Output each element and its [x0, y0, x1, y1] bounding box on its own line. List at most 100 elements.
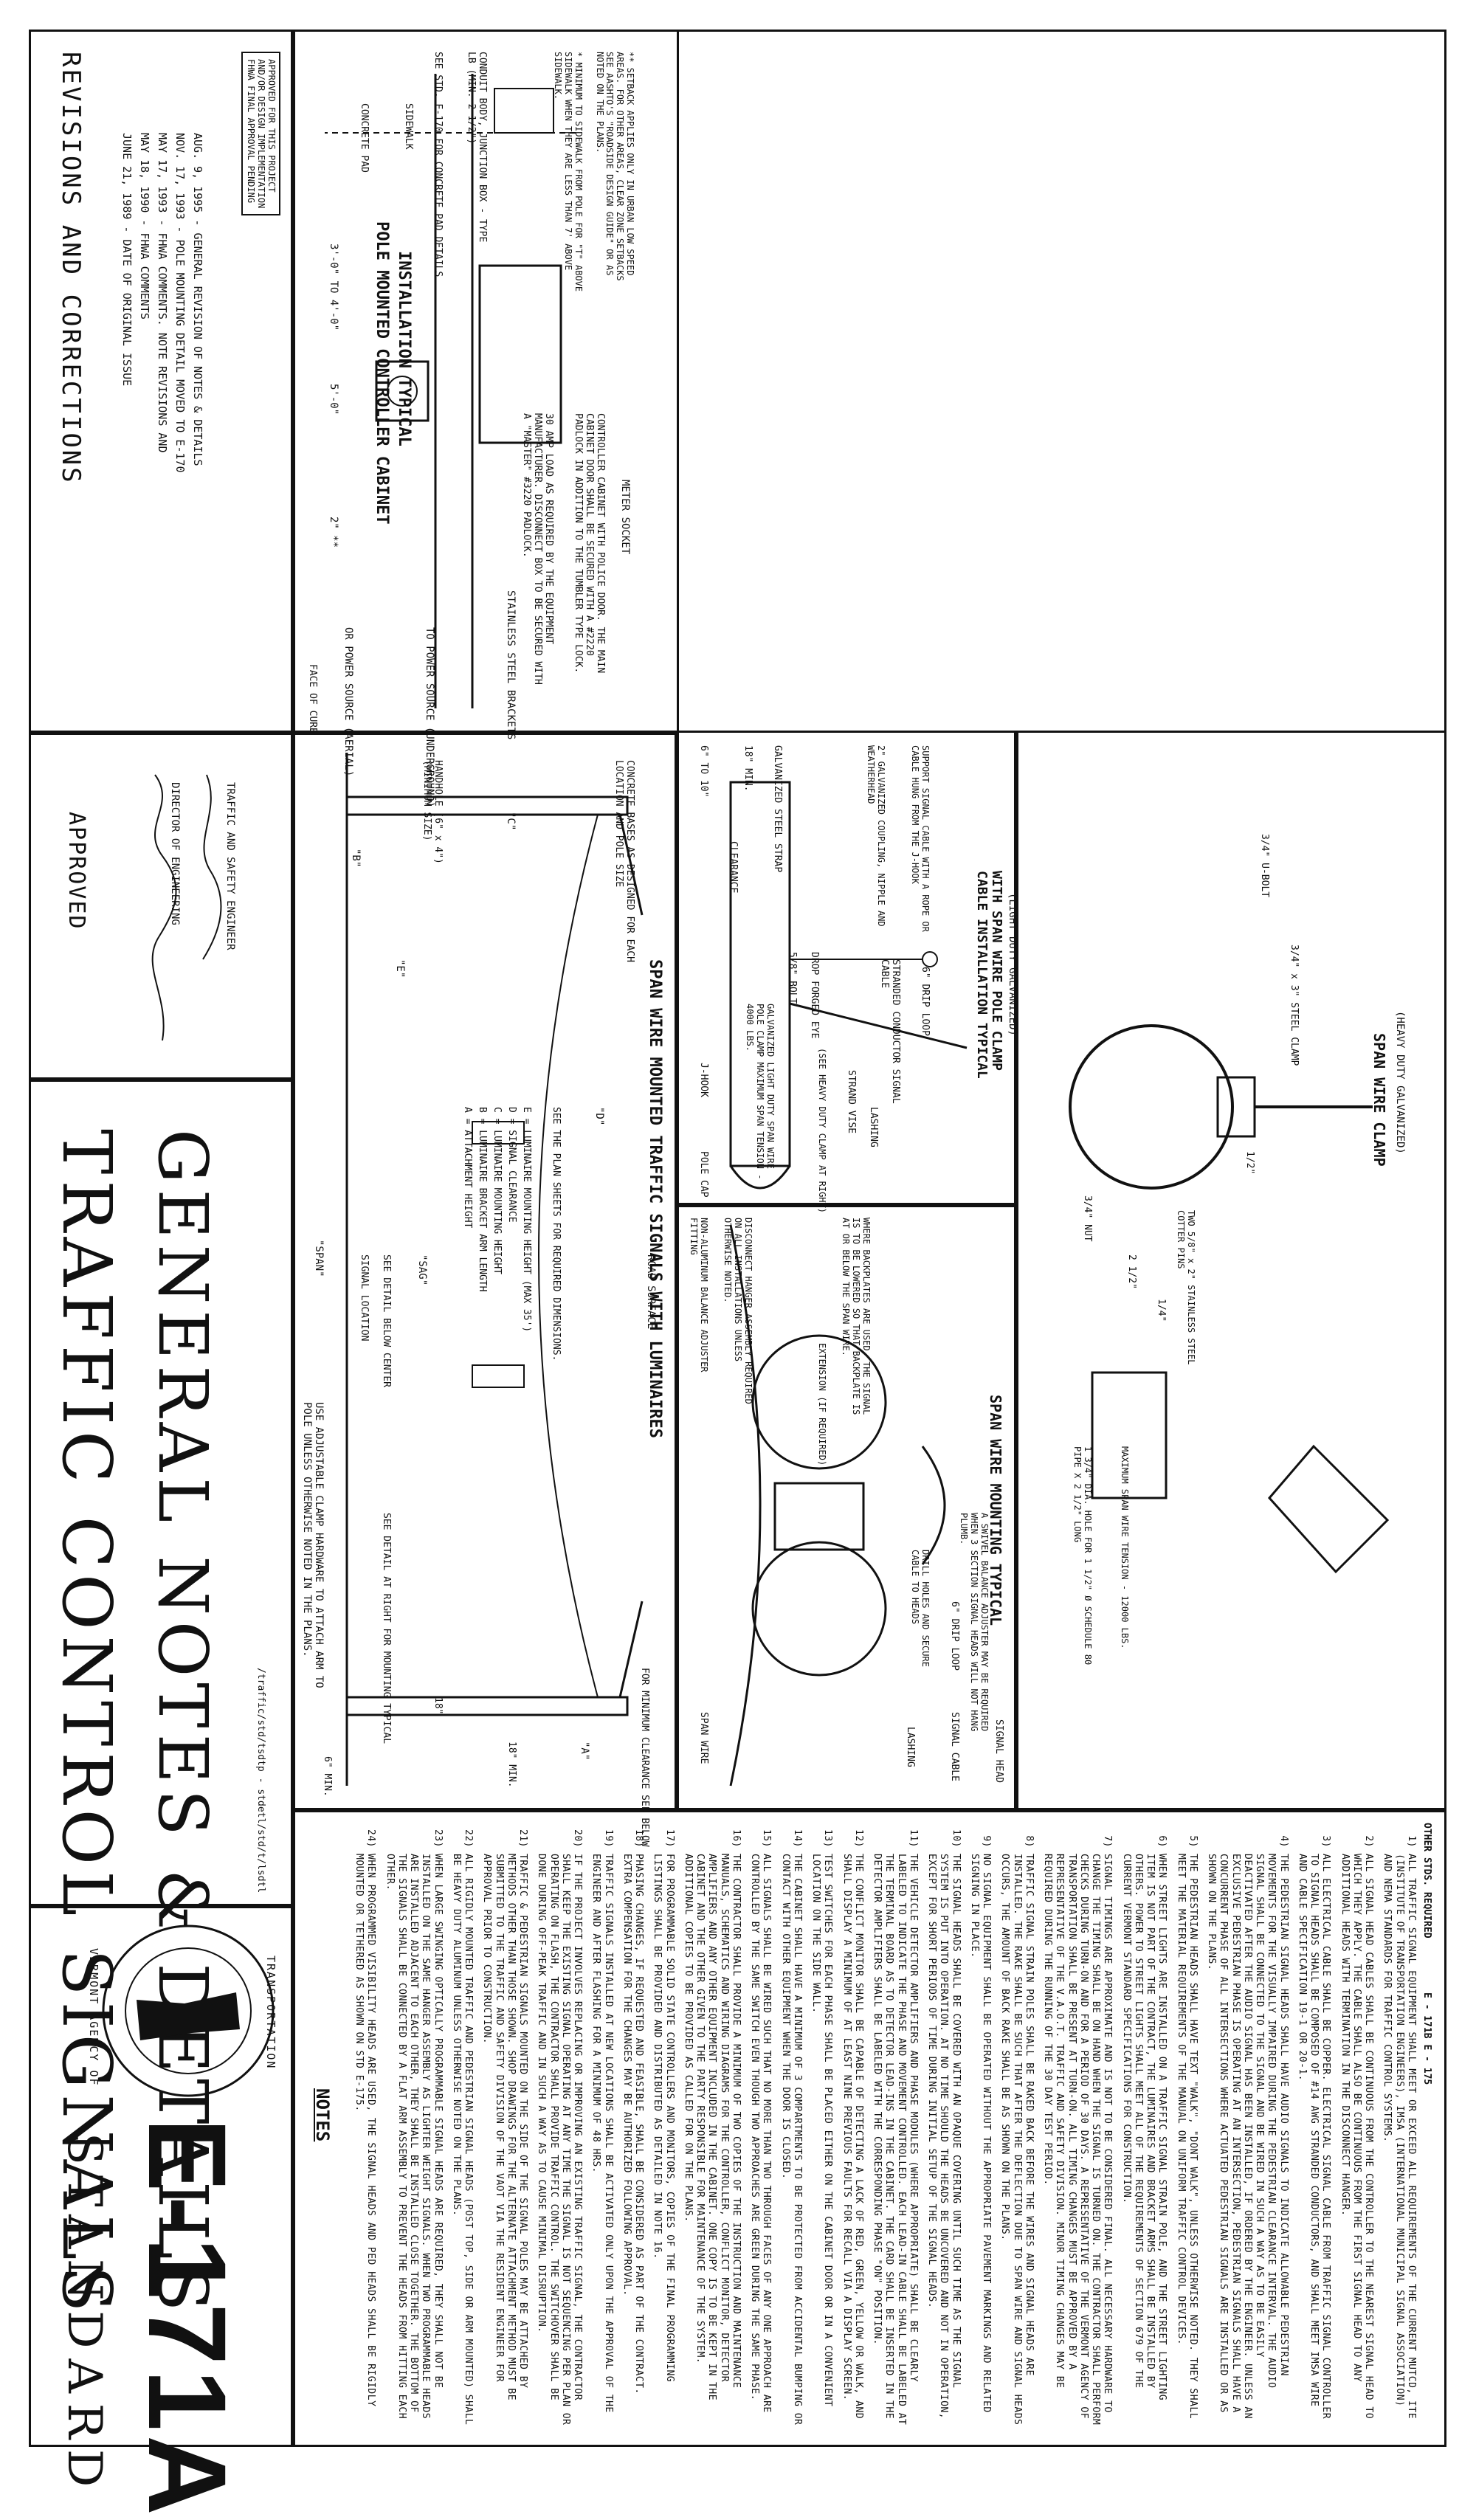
legend-d: D = SIGNAL CLEARANCE — [506, 1107, 517, 1223]
note-item: 20)IF THE PROJECT INVOLVES REPLACING OR … — [535, 1823, 584, 2428]
note-number: 19) — [602, 1829, 614, 1848]
note-text: ALL TRAFFIC SIGNAL EQUIPMENT SHALL MEET … — [1382, 1854, 1418, 2420]
note-item: 4) THE PEDESTRIAN SIGNAL HEADS SHALL HAVE… — [1205, 1823, 1289, 2428]
revision-entry: MAY 17, 1993 - FHWA COMMENTS. NOTE REVIS… — [156, 133, 169, 453]
pole-cabinet-title1: POLE MOUNTED CONTROLLER CABINET — [373, 221, 391, 525]
note-text: WHEN LARGE SWINGING OPTICALLY PROGRAMMAB… — [384, 1854, 444, 2420]
note-text: TRAFFIC & PEDESTRIAN SIGNALS MOUNTED ON … — [481, 1854, 529, 2401]
note-item: 5)THE PEDESTRIAN HEADS SHALL HAVE TEXT "… — [1175, 1823, 1199, 2428]
disconnect-box — [375, 360, 430, 422]
note-item: 17)FOR PROGRAMMABLE SOLID STATE CONTROLL… — [651, 1823, 675, 2428]
luminaire-arm-left — [618, 814, 644, 916]
label-sidewalk: SIDEWALK — [403, 103, 414, 150]
backplate-arc — [921, 1446, 946, 1565]
clamp-ring — [1069, 1024, 1234, 1190]
note-number: 4) — [1277, 1835, 1289, 1848]
note-number: 22) — [463, 1829, 475, 1848]
note-text: IF THE PROJECT INVOLVES REPLACING OR IMP… — [536, 1854, 584, 2426]
note-number: 24) — [365, 1829, 377, 1848]
note-number: 12) — [853, 1829, 864, 1848]
note-text: THE PEDESTRIAN SIGNAL HEADS SHALL HAVE A… — [1206, 1854, 1289, 2420]
label-span-wire: SPAN WIRE — [698, 1712, 709, 1764]
note-number: 23) — [432, 1829, 444, 1848]
dim-5ft: 5'-0" — [328, 384, 339, 415]
note-text: THE SIGNAL HEADS SHALL BE COVERED WITH A… — [926, 1854, 962, 2420]
cable-loop — [751, 1334, 887, 1470]
label-disconnect: 30 AMP LOAD AS REQUIRED BY THE EQUIPMENT… — [521, 413, 554, 685]
pipe-section — [1091, 1371, 1168, 1499]
note-item: 13)TEST SWITCHES FOR EACH PHASE SHALL BE… — [810, 1823, 834, 2428]
label-hole: 1 3/4" DIA. HOLE FOR 1 1/2" Ø SCHEDULE 8… — [1072, 1446, 1093, 1665]
approved-label: APPROVED — [63, 812, 89, 931]
span-wire-line — [729, 1224, 762, 1787]
label-max-tension: MAXIMUM SPAN WIRE TENSION - 12000 LBS. — [1120, 1446, 1130, 1649]
dim-6-10: 6" TO 10" — [698, 745, 709, 798]
note-number: 9) — [981, 1835, 993, 1848]
dim-a: "A" — [579, 1741, 590, 1761]
seal-text-top: VERMONT AGENCY OF — [87, 1948, 100, 2087]
cable-loop — [751, 1541, 887, 1677]
note-text: PHASING CHANGES, IF REQUESTED AND FEASIB… — [621, 1854, 645, 2395]
label-mount-lashing: LASHING — [905, 1727, 916, 1767]
label-weatherhead: 2" GALVANIZED COUPLING, NIPPLE AND WEATH… — [866, 745, 886, 927]
label-concrete-pad: CONCRETE PAD — [359, 103, 370, 173]
note-number: 16) — [731, 1829, 742, 1848]
note-text: THE VEHICLE DETECTOR AMPLIFIERS AND PHAS… — [872, 1854, 919, 2426]
label-cotter: TWO 5/8" x 2" STAINLESS STEEL COTTER PIN… — [1176, 1210, 1196, 1365]
strain-pole-left — [345, 795, 629, 816]
signature-1 — [151, 774, 177, 1041]
note-text: ALL SIGNALS SHALL BE WIRED SUCH THAT NO … — [749, 1854, 773, 2413]
revision-entry: NOV. 17, 1993 - POLE MOUNTING DETAIL MOV… — [173, 133, 187, 473]
note-text: THE CABINET SHALL HAVE A MINIMUM OF 3 CO… — [779, 1854, 803, 2426]
controller-cabinet — [478, 264, 562, 444]
span-clamp-drawing — [1069, 1024, 1390, 1574]
note-text: ALL RIGIDLY MOUNTED TRAFFIC AND PEDESTRI… — [451, 1854, 475, 2426]
label-cabinet: CONTROLLER CABINET WITH POLICE DOOR. THE… — [573, 413, 606, 674]
label-j-hook: J-HOOK — [698, 1063, 709, 1097]
note-text: TEST SWITCHES FOR EACH PHASE SHALL BE PL… — [810, 1854, 834, 2407]
note-item: 9)NO SIGNAL EQUIPMENT SHALL BE OPERATED … — [968, 1823, 993, 2428]
pole-cap-icon — [729, 1165, 791, 1190]
note-item: 23) WHEN LARGE SWINGING OPTICALLY PROGRAM… — [384, 1823, 444, 2428]
label-drill: DRILL HOLES AND SECURE CABLE TO HEADS — [910, 1550, 931, 1667]
seal-text-bottom: TRANSPORTATION — [264, 1955, 277, 2070]
note-number: 10) — [950, 1829, 962, 1848]
note-item: 12)THE CONFLICT MONITOR SHALL BE CAPABLE… — [841, 1823, 864, 2428]
note-number: 14) — [792, 1829, 803, 1848]
note-number: 1) — [1406, 1835, 1417, 1848]
note-number: 15) — [761, 1829, 773, 1848]
label-steel-bracket: STAINLESS STEEL BRACKETS — [505, 590, 517, 740]
dim-c: "C" — [505, 812, 517, 831]
dim-18min: 18" MIN. — [506, 1741, 517, 1788]
label-drop-eye: DROP FORGED EYE — [809, 952, 820, 1039]
dim-d: "D" — [593, 1107, 605, 1126]
clamp-iso-view — [1268, 1444, 1390, 1574]
label-meter: METER SOCKET — [619, 480, 631, 555]
pole-cabinet-title2: INSTALLATION TYPICAL — [395, 251, 413, 446]
label-nut: 3/4" NUT — [1082, 1195, 1093, 1242]
label-setback: ** SETBACK APPLIES ONLY IN URBAN LOW SPE… — [594, 52, 635, 281]
span-wire — [538, 814, 599, 1698]
label-swivel: A SWIVEL BALANCE ADJUSTER MAY BE REQUIRE… — [959, 1513, 990, 1732]
note-number: 5) — [1187, 1835, 1199, 1848]
label-cable-drip: 6" DRIP LOOP — [920, 967, 931, 1036]
cable-title2: WITH SPAN WIRE POLE CLAMP — [989, 871, 1004, 1071]
signature-2 — [202, 774, 222, 960]
note-item: 24)WHEN PROGRAMMED VISIBILITY HEADS ARE … — [353, 1823, 377, 2428]
note-text: ALL SIGNAL HEAD CABLES SHALL BE CONTINUO… — [1339, 1854, 1375, 2420]
notes-list: 1) ALL TRAFFIC SIGNAL EQUIPMENT SHALL MEE… — [347, 1823, 1417, 2428]
disconnect-hanger — [773, 1482, 865, 1551]
dim-cable-18min: 18" MIN. — [742, 745, 753, 792]
label-steel-strap: GALVANIZED STEEL STRAP — [772, 745, 783, 873]
note-number: 18) — [633, 1829, 645, 1848]
note-text: TRAFFIC SIGNALS INSTALLED AT NEW LOCATIO… — [590, 1854, 614, 2413]
label-disconnect-hanger: DISCONNECT HANGER ASSEMBLY REQUIRED ON A… — [723, 1218, 753, 1404]
note-item: 22) ALL RIGIDLY MOUNTED TRAFFIC AND PEDES… — [450, 1823, 475, 2428]
luminaire-arm-right — [618, 1601, 644, 1698]
note-number: 21) — [517, 1829, 529, 1848]
strand-wire — [789, 1002, 968, 1049]
note-item: 19) TRAFFIC SIGNALS INSTALLED AT NEW LOCA… — [590, 1823, 614, 2428]
vermont-outline-icon — [137, 1992, 240, 2040]
vermont-seal — [102, 1924, 275, 2097]
